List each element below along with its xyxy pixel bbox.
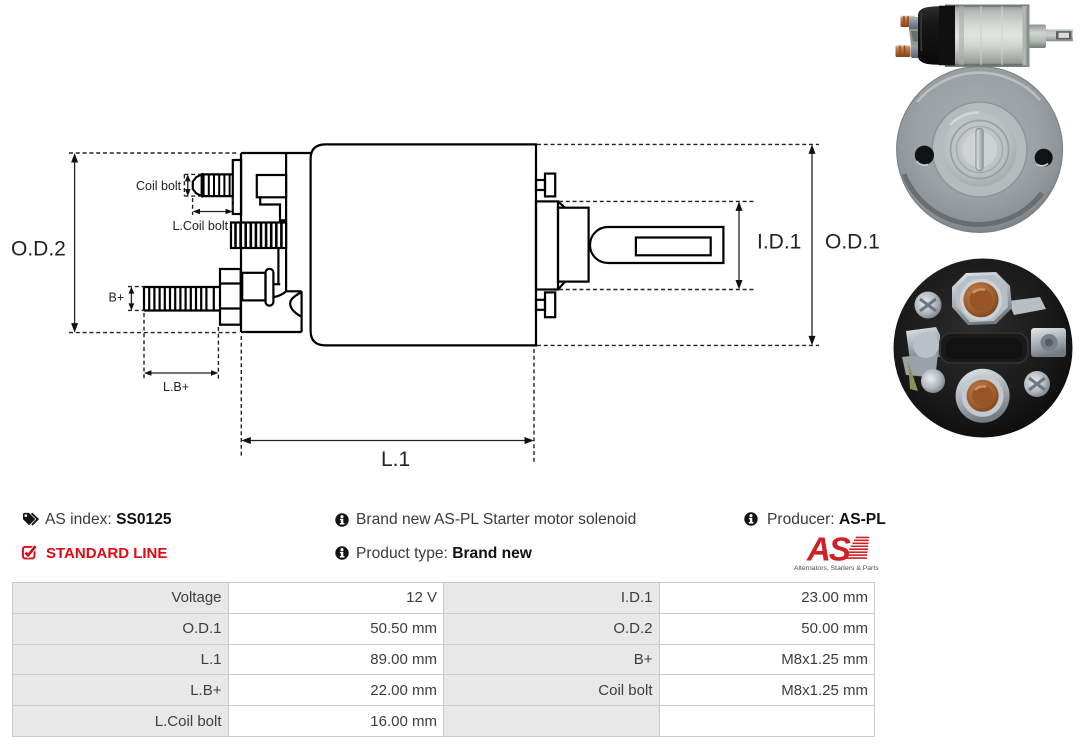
svg-text:O.D.1: O.D.1: [825, 231, 880, 254]
svg-text:I.D.1: I.D.1: [757, 231, 801, 254]
svg-text:Alternators, Starters & Parts: Alternators, Starters & Parts: [794, 565, 879, 572]
svg-text:L.Coil bolt: L.Coil bolt: [173, 219, 229, 233]
svg-text:Coil bolt: Coil bolt: [136, 179, 182, 193]
svg-text:L.B+: L.B+: [163, 380, 189, 394]
svg-text:L.1: L.1: [381, 448, 410, 471]
svg-text:O.D.2: O.D.2: [11, 238, 66, 261]
svg-text:B+: B+: [109, 291, 125, 305]
svg-text:AS: AS: [806, 532, 851, 568]
